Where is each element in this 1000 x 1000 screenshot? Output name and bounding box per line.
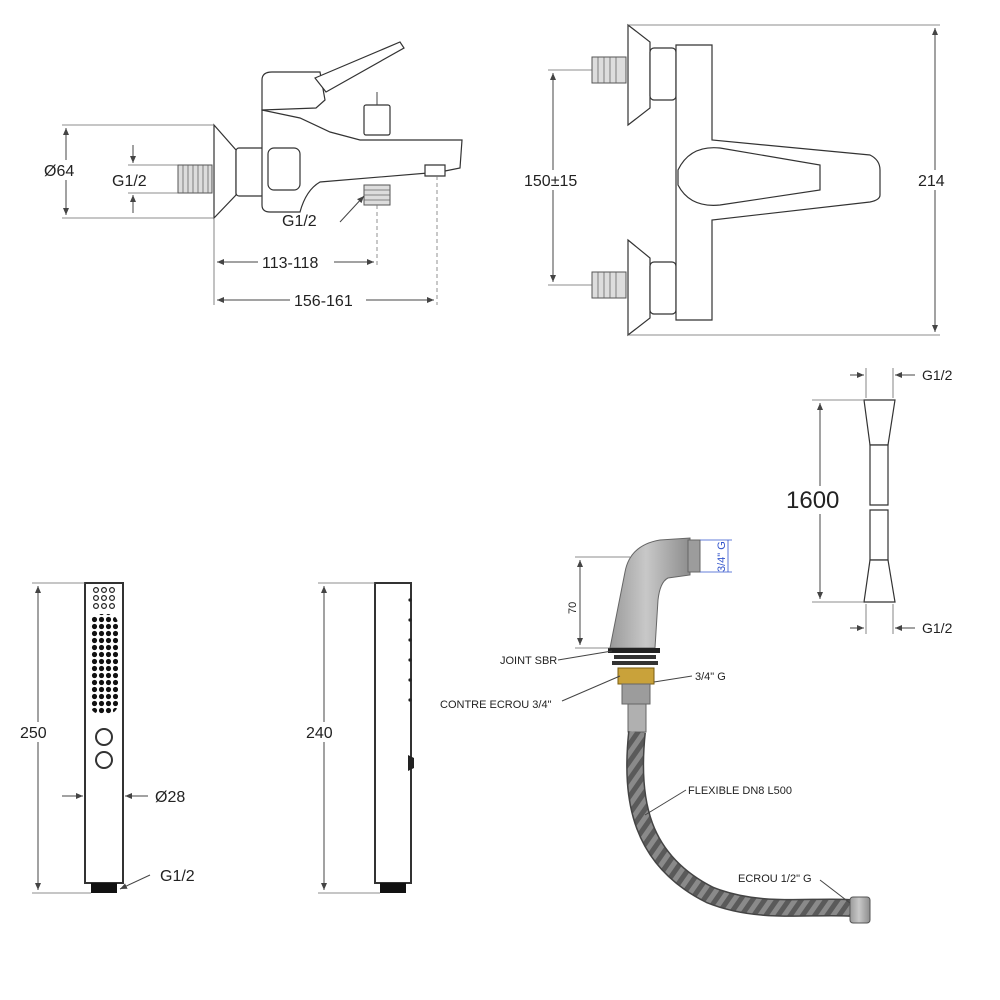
deck-connector-assembly: 70 3/4" G JOINT SBR CONTRE ECROU 3/4" 3/… bbox=[440, 537, 871, 924]
hose-length-label: 1600 bbox=[786, 487, 839, 514]
flexible-label: FLEXIBLE DN8 L500 bbox=[688, 785, 792, 797]
hose-thread-top-label: G1/2 bbox=[922, 367, 953, 383]
joint-sbr-label: JOINT SBR bbox=[500, 655, 557, 667]
hand-shower-diameter-label: Ø28 bbox=[155, 789, 185, 806]
contre-ecrou-label: CONTRE ECROU 3/4" bbox=[440, 699, 552, 711]
hand-shower-front-view: 250 Ø28 G1/2 bbox=[18, 582, 195, 894]
connector-thread-top-label: 3/4" G bbox=[716, 541, 728, 572]
outlet-thread-label: G1/2 bbox=[282, 213, 317, 230]
connector-height-label: 70 bbox=[567, 602, 579, 614]
hose-thread-bottom-label: G1/2 bbox=[922, 620, 953, 636]
hand-shower-side-view: 240 bbox=[304, 582, 414, 894]
hand-shower-thread-label: G1/2 bbox=[160, 868, 195, 885]
dim-113-118-label: 113-118 bbox=[262, 255, 318, 272]
connector-thread-label: 3/4" G bbox=[695, 671, 726, 683]
inlet-thread-label: G1/2 bbox=[112, 173, 147, 190]
mixer-front-view: 150±15 214 bbox=[522, 23, 954, 337]
spacing-150-label: 150±15 bbox=[524, 173, 577, 190]
diameter-64-label: Ø64 bbox=[44, 163, 74, 180]
ecrou-half-label: ECROU 1/2" G bbox=[738, 873, 812, 885]
mixer-side-view: Ø64 G1/2 G1/2 113-118 156-161 bbox=[42, 41, 463, 310]
dim-156-161-label: 156-161 bbox=[294, 293, 353, 310]
hand-shower-side-length-label: 240 bbox=[306, 725, 333, 742]
shower-hose: G1/2 1600 G1/2 bbox=[785, 367, 953, 636]
height-214-label: 214 bbox=[918, 173, 945, 190]
hand-shower-length-label: 250 bbox=[20, 725, 47, 742]
